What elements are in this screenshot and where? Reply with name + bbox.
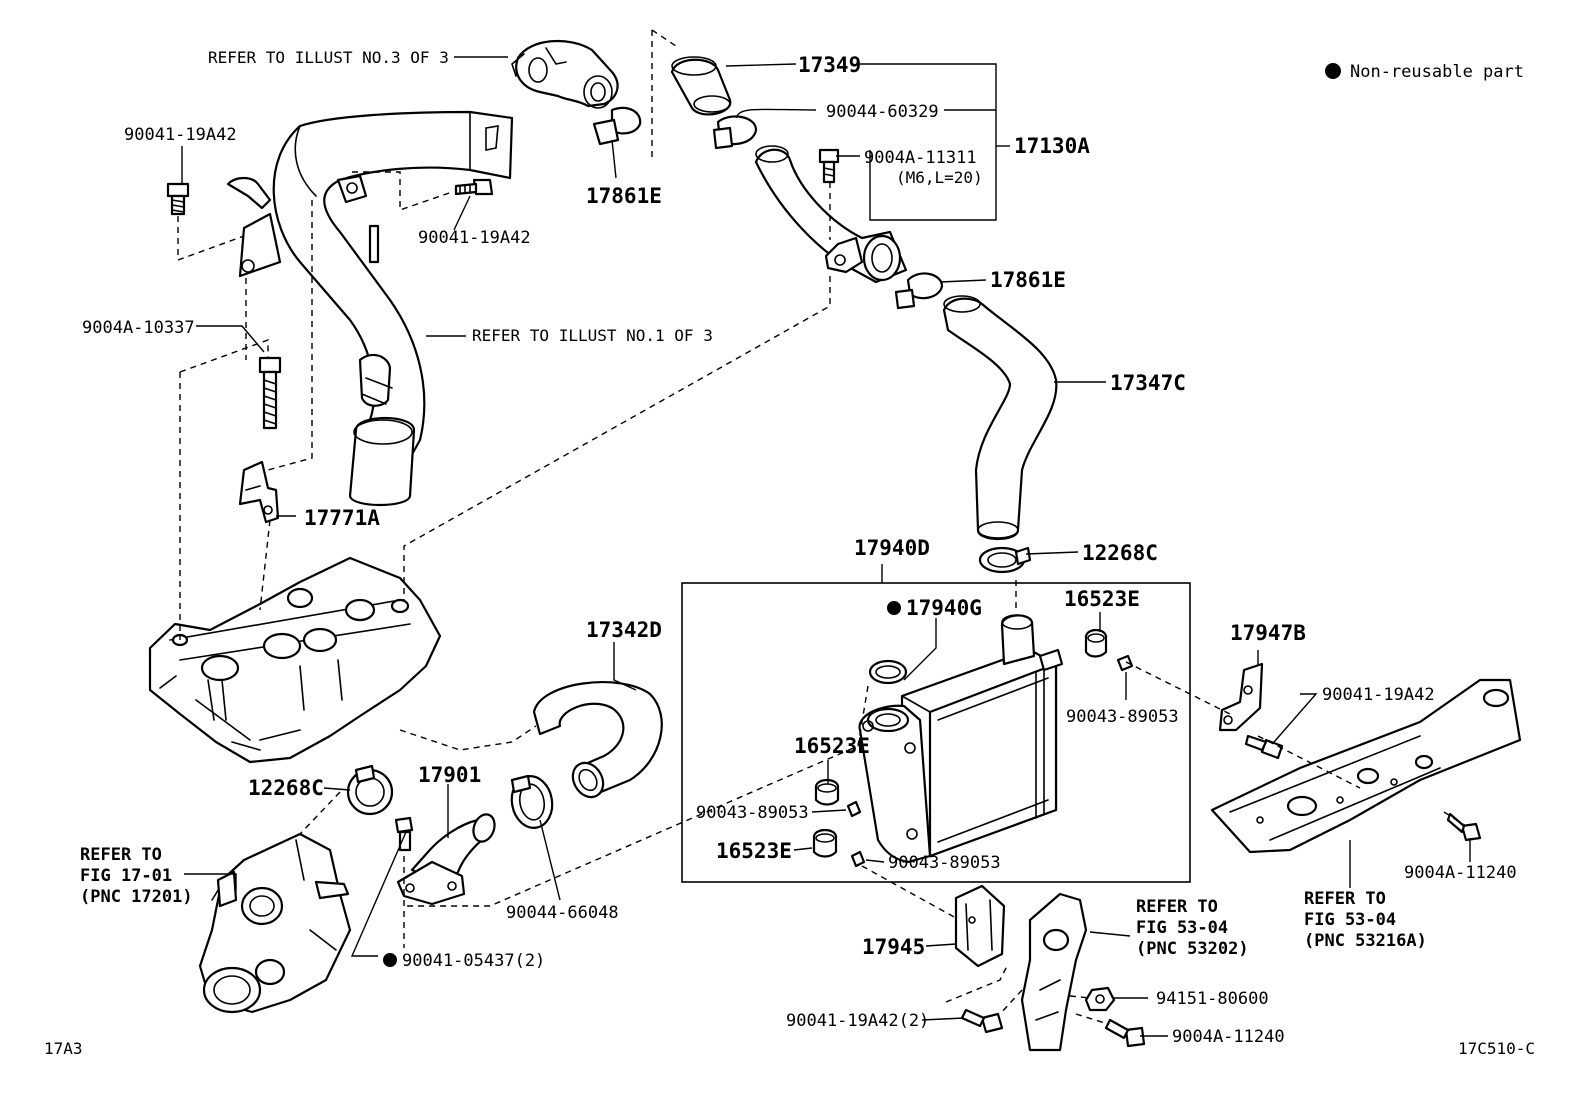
label-90043-89053-c: 90043-89053: [888, 853, 1001, 873]
label-9004A-11311-spec: (M6,L=20): [896, 168, 983, 187]
clamp-17861E-mid: [894, 272, 944, 310]
label-90041-19A42-c: 90041-19A42: [1322, 685, 1435, 705]
label-9004A-11311: 9004A-11311: [864, 148, 977, 168]
clamp-12268C-bottom: [346, 764, 394, 816]
legend-text: Non-reusable part: [1350, 62, 1524, 82]
assembly-lines: [177, 29, 1467, 1025]
part-labels: REFER TO ILLUST NO.3 OF 3 REFER TO ILLUS…: [44, 48, 1535, 1058]
label-90041-19A42-2: 90041-19A42(2): [786, 1011, 929, 1031]
pins-90043-89053: [846, 654, 1134, 868]
label-90044-60329: 90044-60329: [826, 102, 939, 122]
label-16523E-a: 16523E: [1064, 587, 1140, 611]
part-engine-head: [148, 556, 442, 764]
clamp-12268C-top: [978, 546, 1032, 574]
non-reusable-dot-icon: [1325, 63, 1341, 79]
part-intake-pipe: [226, 110, 514, 506]
label-9004A-11240-b: 9004A-11240: [1172, 1027, 1285, 1047]
ref-illust-1: REFER TO ILLUST NO.1 OF 3: [472, 326, 713, 345]
label-17771A: 17771A: [304, 506, 380, 530]
bolt-90041-19A42-center: [454, 178, 494, 196]
clamp-90044-60329: [712, 115, 758, 150]
label-17861E-mid: 17861E: [990, 268, 1066, 292]
bracket-pillar: [1020, 892, 1088, 1052]
bracket-17947B: [1218, 662, 1264, 732]
bolt-9004A-11240-right: [1446, 812, 1482, 842]
oring-17940G: [868, 659, 908, 685]
label-90043-89053-a: 90043-89053: [1066, 707, 1179, 727]
label-9004A-10337: 9004A-10337: [82, 318, 195, 338]
grommet-16523E-low: [812, 828, 838, 858]
label-94151-80600: 94151-80600: [1156, 989, 1269, 1009]
intercooler-assembly-box: [681, 582, 1191, 883]
bolt-90041-05437: [394, 816, 414, 852]
grommet-16523E-mid: [814, 778, 840, 806]
ref-fig5304b-3: (PNC 53216A): [1304, 931, 1427, 951]
bolt-9004A-10337: [258, 356, 282, 430]
legend: Non-reusable part: [1325, 62, 1524, 82]
ref-fig1701-2: FIG 17-01: [80, 866, 172, 886]
bolt-90041-19A42-bottom: [960, 1008, 1004, 1034]
corner-code-left: 17A3: [44, 1039, 83, 1058]
label-17901: 17901: [418, 763, 481, 787]
label-90043-89053-b: 90043-89053: [696, 803, 809, 823]
label-90041-19A42-b: 90041-19A42: [418, 228, 531, 248]
nut-94151-80600: [1084, 986, 1116, 1012]
label-17940G: 17940G: [906, 596, 982, 620]
label-12268C-b: 12268C: [248, 776, 324, 800]
pipe-17901: [396, 813, 496, 906]
label-90044-66048: 90044-66048: [506, 903, 619, 923]
bracket-17771A: [238, 460, 280, 524]
ref-fig5304a-1: REFER TO: [1136, 897, 1218, 917]
part-elbow-top-left: [511, 39, 619, 109]
ref-fig1701-3: (PNC 17201): [80, 887, 193, 907]
label-17861E-top: 17861E: [586, 184, 662, 208]
label-90041-05437: 90041-05437(2): [402, 951, 545, 971]
ref-illust-3: REFER TO ILLUST NO.3 OF 3: [208, 48, 449, 67]
hose-17347C: [942, 295, 1058, 541]
label-17130A: 17130A: [1014, 134, 1090, 158]
bracket-17945: [954, 884, 1006, 968]
pipe-17130A: [754, 145, 908, 284]
label-12268C-a: 12268C: [1082, 541, 1158, 565]
ref-fig5304a-3: (PNC 53202): [1136, 939, 1249, 959]
ref-fig1701-1: REFER TO: [80, 845, 162, 865]
non-reusable-dot-icon: [887, 601, 901, 615]
bolt-90041-19A42-left: [166, 182, 190, 216]
part-turbo-housing: [198, 832, 352, 1014]
bolt-90041-19A42-right: [1244, 734, 1284, 760]
label-17940D: 17940D: [854, 536, 930, 560]
crossmember: [1210, 678, 1522, 854]
intercooler-core: [858, 614, 1064, 864]
label-90041-19A42-a: 90041-19A42: [124, 125, 237, 145]
label-16523E-b: 16523E: [794, 734, 870, 758]
ref-fig5304b-2: FIG 53-04: [1304, 910, 1396, 930]
ref-fig5304a-2: FIG 53-04: [1136, 918, 1228, 938]
label-16523E-c: 16523E: [716, 839, 792, 863]
label-17349: 17349: [798, 53, 861, 77]
ref-fig5304b-1: REFER TO: [1304, 889, 1386, 909]
hose-17349: [670, 56, 732, 116]
label-17347C: 17347C: [1110, 371, 1186, 395]
label-17945: 17945: [862, 935, 925, 959]
bolt-9004A-11311: [818, 148, 840, 184]
label-9004A-11240-a: 9004A-11240: [1404, 863, 1517, 883]
bolt-9004A-11240-bottom: [1104, 1018, 1146, 1048]
grommet-16523E-top: [1084, 628, 1108, 658]
non-reusable-dot-icon: [383, 953, 397, 967]
label-17342D: 17342D: [586, 618, 662, 642]
leader-lines: [181, 56, 1471, 1037]
label-17947B: 17947B: [1230, 621, 1306, 645]
corner-code-right: 17C510-C: [1458, 1039, 1535, 1058]
hose-17342D: [532, 681, 663, 799]
clamp-17861E-top: [592, 106, 642, 146]
clamp-90044-66048: [510, 774, 554, 829]
